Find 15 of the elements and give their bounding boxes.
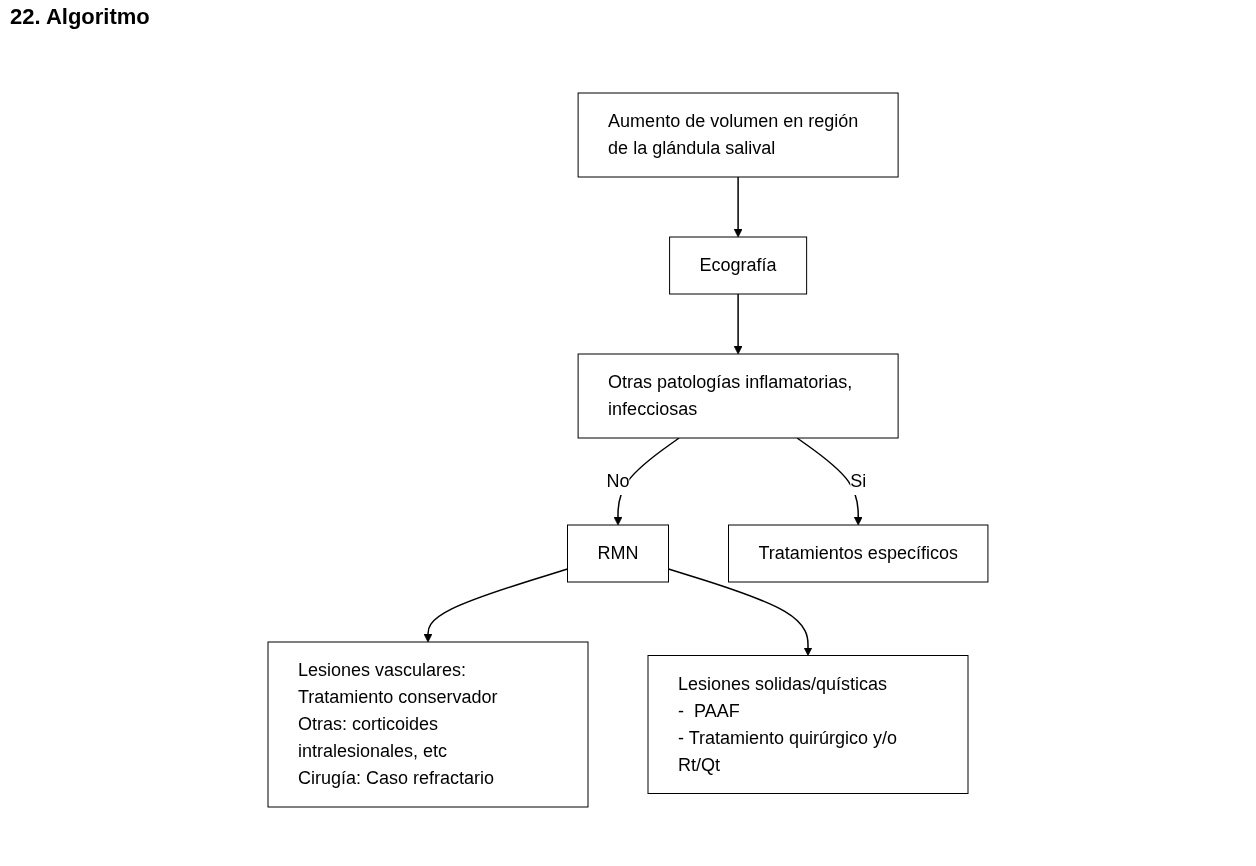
node-box: Lesiones solidas/quísticas - PAAF - Tratamiento quirúrgico y/o Rt/Qt xyxy=(647,655,969,794)
node-box: Lesiones vasculares: Tratamiento conservador Otras: corticoides intralesionales, etc Cirugía: Caso refractario xyxy=(267,641,589,808)
edge-label: Si xyxy=(850,471,867,491)
arrow xyxy=(733,176,743,238)
arrow xyxy=(423,568,569,643)
arrow xyxy=(733,293,743,355)
arrow xyxy=(667,568,813,656)
node-box: Tratamientos específicos xyxy=(728,524,989,583)
node-box: Otras patologías inflamatorias, infecciosas xyxy=(577,353,899,439)
diagram-title: 22. Algoritmo xyxy=(10,4,150,30)
arrow xyxy=(796,437,863,526)
node-box: Ecografía xyxy=(669,236,808,295)
edge-label: No xyxy=(606,471,630,491)
node-box: RMN xyxy=(567,524,670,583)
node-box: Aumento de volumen en región de la glándula salival xyxy=(577,92,899,178)
